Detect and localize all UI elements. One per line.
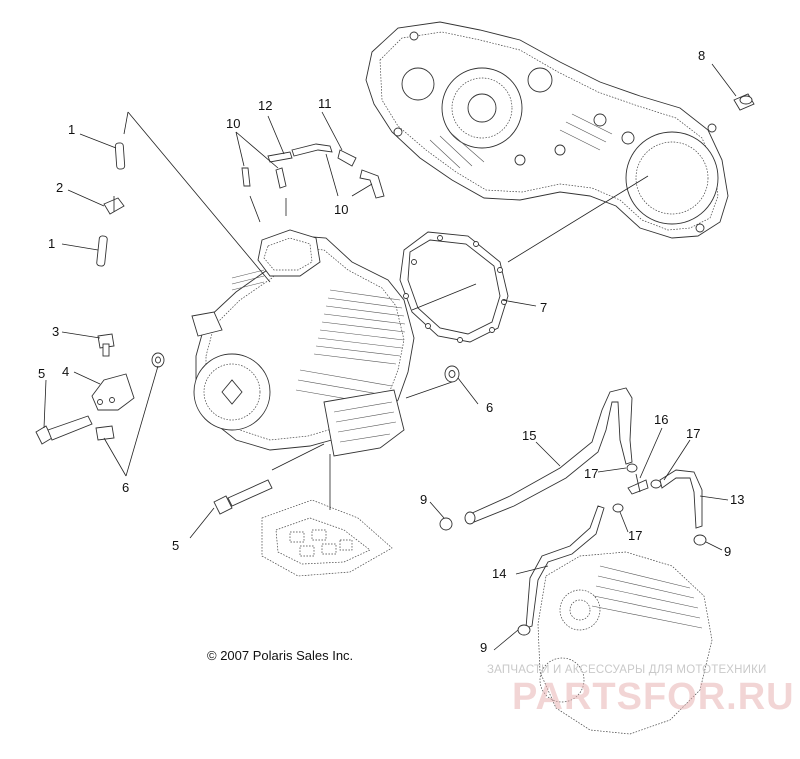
watermark-tagline: ЗАПЧАСТИ И АКСЕССУАРЫ ДЛЯ МОТОТЕХНИКИ <box>487 664 767 676</box>
drain-plug <box>733 93 755 111</box>
copyright-notice: © 2007 Polaris Sales Inc. <box>207 648 354 663</box>
callout-9-right: 9 <box>724 544 731 559</box>
callout-17-left: 17 <box>584 466 598 481</box>
callout-7: 7 <box>540 300 547 315</box>
callout-12: 12 <box>258 98 272 113</box>
callout-10-right: 10 <box>334 202 348 217</box>
callout-1-lower: 1 <box>48 236 55 251</box>
watermark-logo: PARTSFOR.RU <box>512 676 795 718</box>
callout-labels: 1 2 1 3 4 5 6 10 12 11 10 8 7 6 5 15 16 … <box>38 48 744 655</box>
callout-2: 2 <box>56 180 63 195</box>
vent-hose-assembly <box>439 387 707 636</box>
callout-16: 16 <box>654 412 668 427</box>
bushing-right <box>444 365 460 383</box>
callout-17-top: 17 <box>686 426 700 441</box>
cover-gasket <box>399 231 509 343</box>
callout-5-left: 5 <box>38 366 45 381</box>
callout-15: 15 <box>522 428 536 443</box>
engine-block <box>191 229 415 457</box>
callout-5-center: 5 <box>172 538 179 553</box>
callout-14: 14 <box>492 566 506 581</box>
leader-lines <box>43 63 737 651</box>
transmission-housing <box>365 21 729 239</box>
callout-9-left: 9 <box>420 492 427 507</box>
callout-6-left: 6 <box>122 480 129 495</box>
callout-17-lower: 17 <box>628 528 642 543</box>
callout-11: 11 <box>318 96 332 111</box>
callout-3: 3 <box>52 324 59 339</box>
callout-6-right: 6 <box>486 400 493 415</box>
callout-4: 4 <box>62 364 69 379</box>
mount-bolt-center <box>213 479 273 515</box>
callout-9-bottom: 9 <box>480 640 487 655</box>
callout-1-top: 1 <box>68 122 75 137</box>
small-parts-left <box>35 142 165 445</box>
callout-13: 13 <box>730 492 744 507</box>
engine-fragment-lower <box>537 551 713 735</box>
callout-8: 8 <box>698 48 705 63</box>
callout-10-top: 10 <box>226 116 240 131</box>
frame-fragment <box>261 499 393 577</box>
breather-hoses-top <box>241 143 385 199</box>
